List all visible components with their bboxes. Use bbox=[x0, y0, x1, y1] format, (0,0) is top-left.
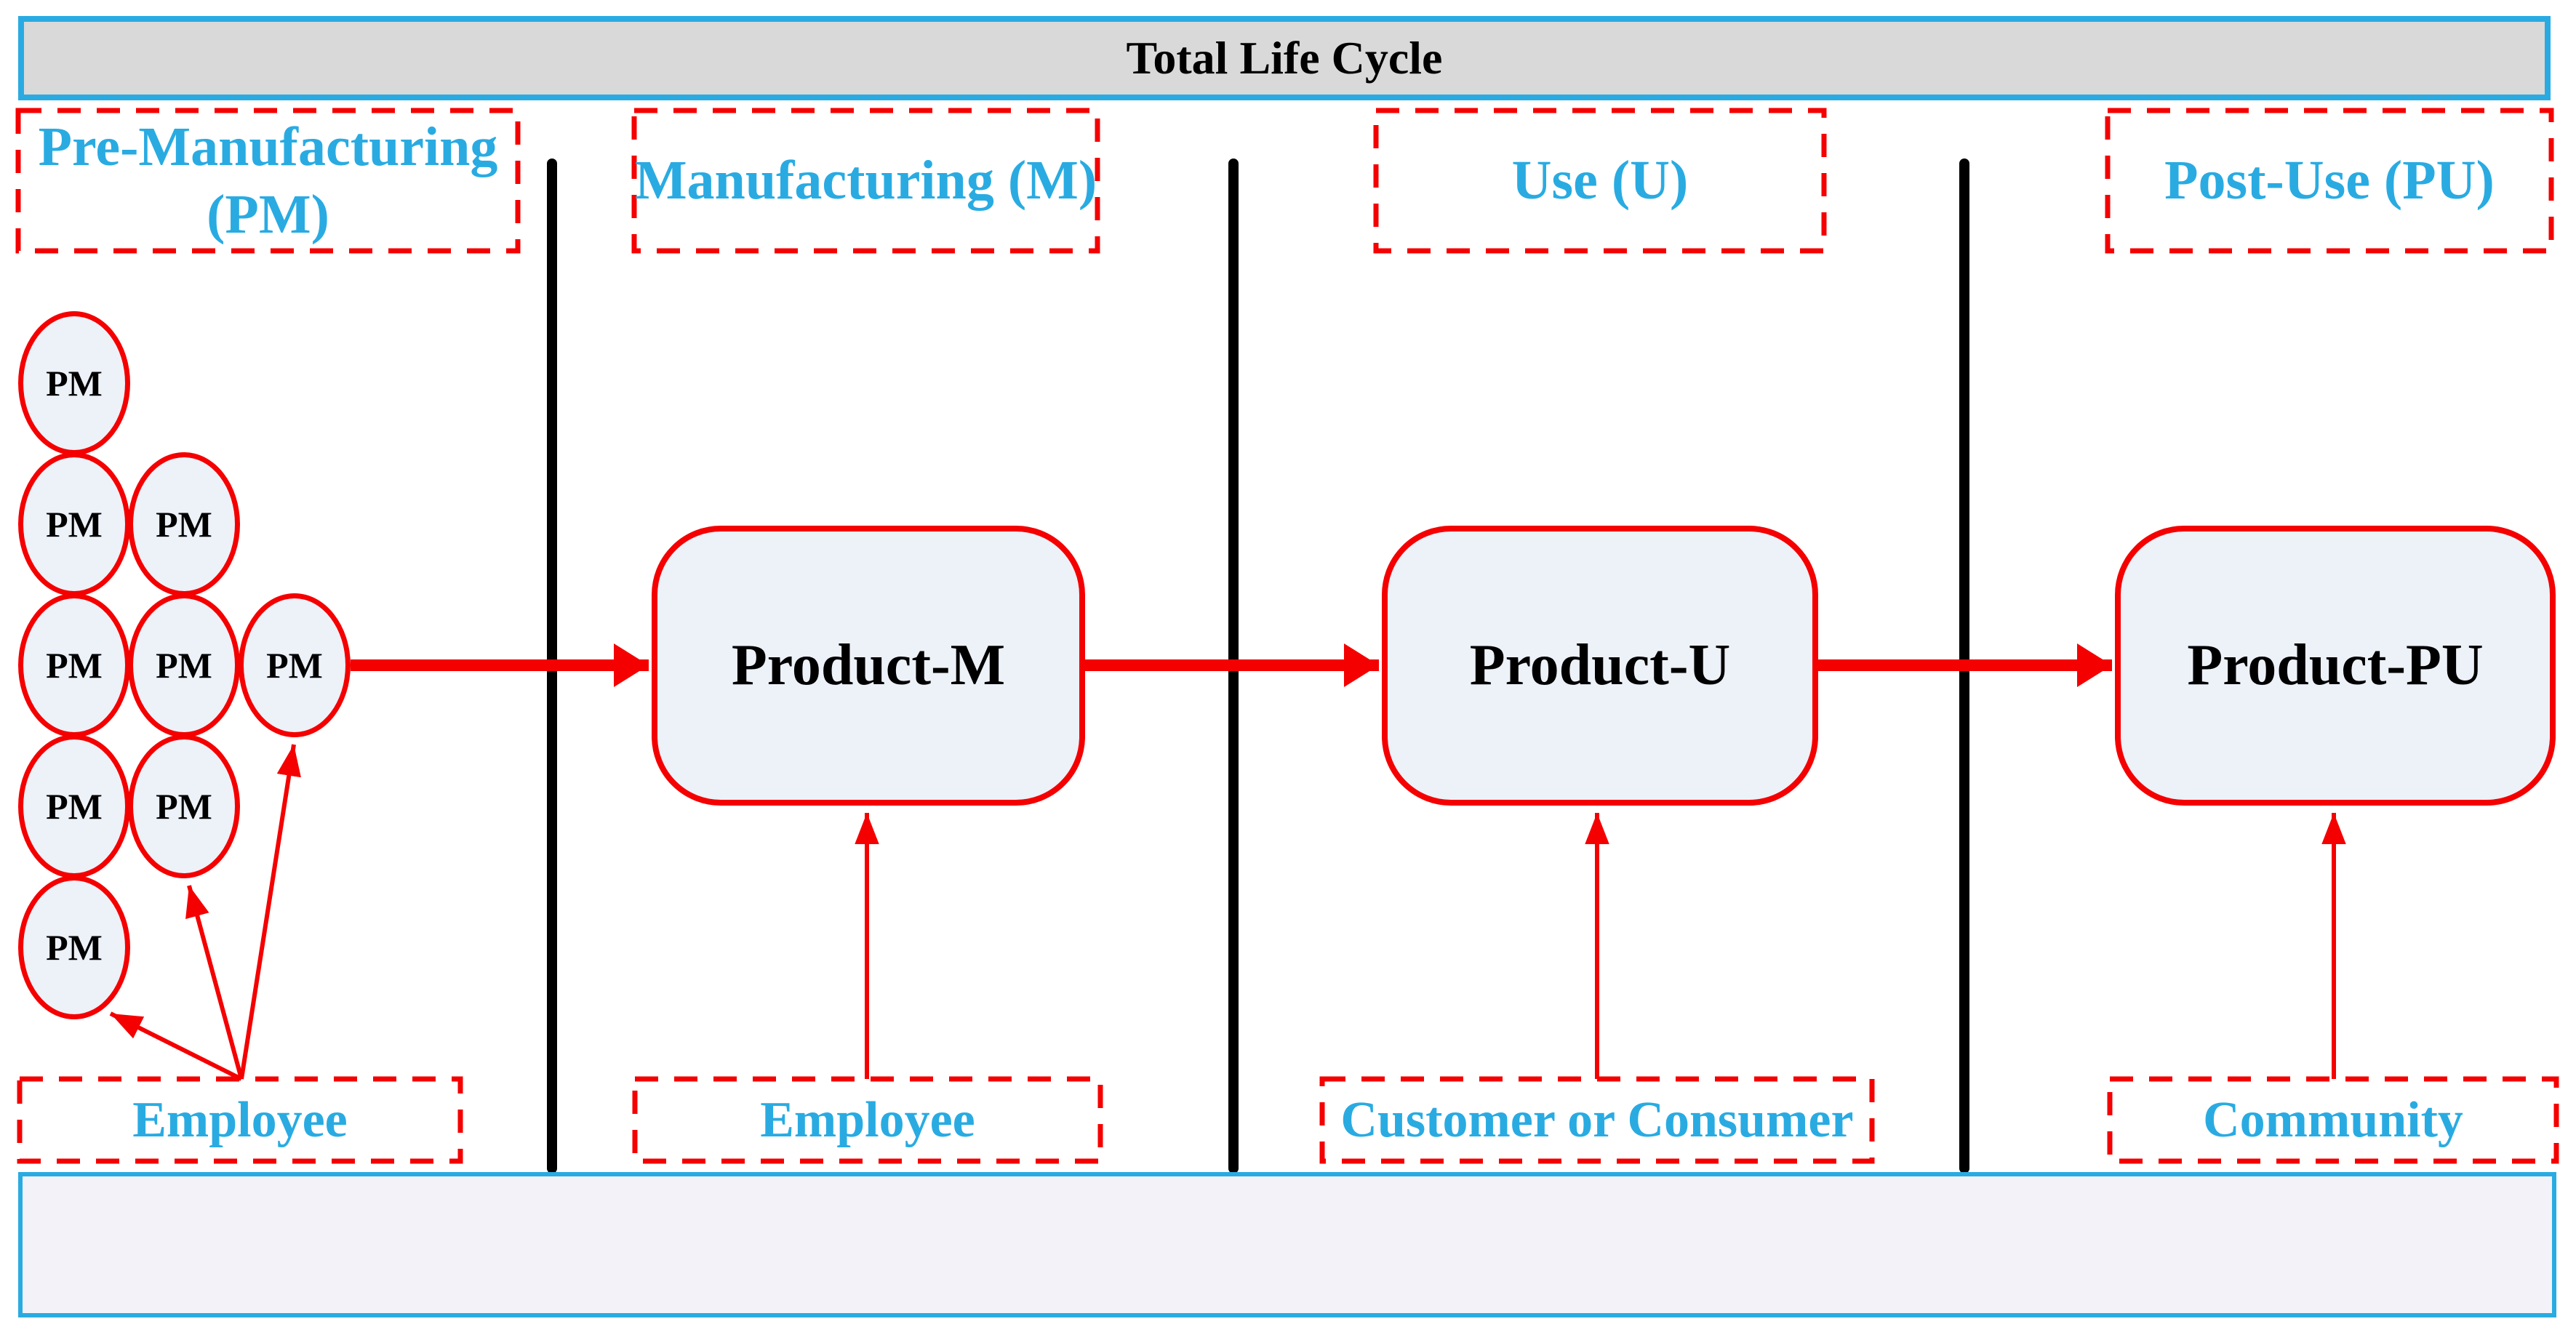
pm-node-label: PM bbox=[266, 645, 323, 686]
phase-label-use: Use (U) bbox=[1376, 111, 1824, 251]
product-pu-box: Product-PU bbox=[2115, 526, 2556, 806]
arrow-employee-to-pm-node-right bbox=[239, 744, 301, 1080]
arrow-employee-to-pm-node-middle bbox=[185, 885, 244, 1080]
phase-label-manufacturing: Manufacturing (M) bbox=[634, 111, 1097, 251]
phase-label-line: Manufacturing (M) bbox=[634, 150, 1097, 212]
product-u-box: Product-U bbox=[1382, 526, 1818, 806]
pm-node: PM bbox=[128, 734, 240, 878]
arrow-employee-to-pm-node-bottom bbox=[109, 1011, 243, 1081]
stakeholder-employee-pm: Employee bbox=[20, 1079, 460, 1161]
stakeholder-label: Community bbox=[2203, 1091, 2463, 1148]
pm-node: PM bbox=[18, 875, 130, 1019]
pm-node-label: PM bbox=[156, 504, 212, 545]
phase-label-line: Post-Use (PU) bbox=[2164, 150, 2495, 212]
stakeholder-label: Employee bbox=[132, 1091, 348, 1148]
pm-node: PM bbox=[128, 593, 240, 737]
phase-label-pre-manufacturing: Pre-Manufacturing (PM) bbox=[18, 111, 518, 251]
phase-label-post-use: Post-Use (PU) bbox=[2108, 111, 2551, 251]
pm-node-label: PM bbox=[46, 927, 103, 968]
bottom-band bbox=[18, 1172, 2556, 1317]
title-bar: Total Life Cycle bbox=[18, 16, 2551, 100]
phase-label-line: (PM) bbox=[207, 183, 329, 245]
pm-node: PM bbox=[18, 734, 130, 878]
pm-node-label: PM bbox=[46, 504, 103, 545]
pm-node-label: PM bbox=[156, 645, 212, 686]
product-pu-label: Product-PU bbox=[2187, 633, 2484, 697]
pm-node: PM bbox=[128, 452, 240, 596]
stakeholder-label: Employee bbox=[760, 1091, 975, 1148]
pm-node: PM bbox=[18, 311, 130, 455]
product-m-label: Product-M bbox=[731, 633, 1006, 697]
phase-label-line: Use (U) bbox=[1511, 150, 1689, 212]
stakeholder-label: Customer or Consumer bbox=[1340, 1091, 1854, 1148]
pm-node-label: PM bbox=[46, 363, 103, 404]
product-u-label: Product-U bbox=[1469, 633, 1731, 697]
stakeholder-employee-m: Employee bbox=[635, 1079, 1100, 1161]
pm-node-label: PM bbox=[156, 786, 212, 827]
phase-label-line: Pre-Manufacturing bbox=[38, 116, 498, 177]
pm-node: PM bbox=[239, 593, 351, 737]
pm-node-label: PM bbox=[46, 645, 103, 686]
product-m-box: Product-M bbox=[652, 526, 1085, 806]
pm-node: PM bbox=[18, 452, 130, 596]
stakeholder-customer-or-consumer: Customer or Consumer bbox=[1322, 1079, 1872, 1161]
pm-node-label: PM bbox=[46, 786, 103, 827]
pm-node: PM bbox=[18, 593, 130, 737]
page-title: Total Life Cycle bbox=[1126, 32, 1443, 84]
stakeholder-community: Community bbox=[2110, 1079, 2556, 1161]
